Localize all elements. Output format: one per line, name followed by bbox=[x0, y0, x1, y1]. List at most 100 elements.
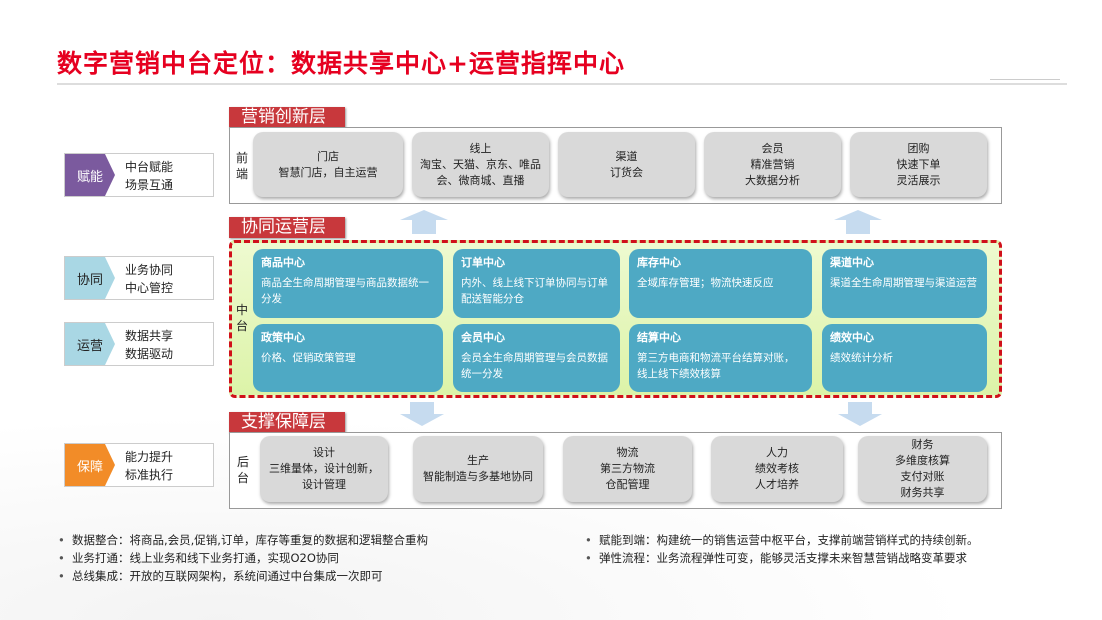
center-card-desc: 绩效统计分析 bbox=[830, 352, 893, 364]
back-card: 物流第三方物流仓配管理 bbox=[563, 436, 692, 502]
center-card: 绩效中心绩效统计分析 bbox=[822, 324, 987, 392]
back-card-text: 人力绩效考核人才培养 bbox=[755, 445, 799, 493]
center-card-title: 会员中心 bbox=[461, 331, 505, 344]
card-line: 人力 bbox=[766, 446, 788, 459]
side-label-text: 中台赋能场景互通 bbox=[115, 154, 173, 196]
arrow-down-icon bbox=[838, 402, 882, 426]
center-card-title: 政策中心 bbox=[261, 331, 305, 344]
middle-side-label: 中台 bbox=[236, 303, 249, 333]
arrow-down-icon bbox=[400, 402, 444, 426]
card-line: 淘宝、天猫、京东、唯品会、微商城、直播 bbox=[420, 157, 541, 187]
center-card-title: 渠道中心 bbox=[830, 256, 874, 269]
side-badge: 保障 bbox=[65, 444, 115, 486]
card-line: 三维量体，设计创新，设计管理 bbox=[269, 462, 379, 491]
card-line: 线上 bbox=[469, 141, 492, 155]
back-card: 财务多维度核算支付对账财务共享 bbox=[858, 436, 987, 502]
bullet-item: 数据整合：将商品,会员,促销,订单，库存等重复的数据和逻辑整合重构 bbox=[58, 531, 538, 549]
card-line: 快速下单 bbox=[896, 157, 941, 171]
side-label-2: 运营数据共享数据驱动 bbox=[64, 322, 214, 366]
back-card: 生产智能制造与多基地协同 bbox=[413, 436, 543, 502]
center-card-title: 商品中心 bbox=[261, 256, 305, 269]
side-label-text: 业务协同中心管控 bbox=[115, 257, 173, 299]
card-line: 灵活展示 bbox=[896, 173, 941, 187]
center-card: 会员中心会员全生命周期管理与会员数据统一分发 bbox=[453, 324, 620, 392]
card-line: 智能制造与多基地协同 bbox=[423, 470, 533, 483]
back-card: 设计三维量体，设计创新，设计管理 bbox=[260, 436, 388, 502]
label-line: 标准执行 bbox=[125, 468, 174, 482]
bullet-item: 总线集成：开放的互联网架构，系统间通过中台集成一次即可 bbox=[58, 567, 538, 585]
side-badge: 赋能 bbox=[65, 154, 115, 196]
bullets-right: 赋能到端：构建统一的销售运营中枢平台，支撑前端营销样式的持续创新。 弹性流程：业… bbox=[585, 531, 1015, 567]
back-side-label: 后台 bbox=[237, 455, 250, 485]
center-card-desc: 商品全生命周期管理与商品数据统一分发 bbox=[261, 277, 429, 305]
card-line: 渠道 bbox=[615, 149, 638, 163]
card-line: 团购 bbox=[907, 141, 930, 155]
label-line: 中心管控 bbox=[125, 281, 174, 295]
label-line: 能力提升 bbox=[125, 450, 174, 464]
front-card-text: 线上淘宝、天猫、京东、唯品会、微商城、直播 bbox=[418, 141, 543, 189]
front-card-text: 门店智慧门店，自主运营 bbox=[279, 149, 378, 181]
bullets-left: 数据整合：将商品,会员,促销,订单，库存等重复的数据和逻辑整合重构 业务打通：线… bbox=[58, 531, 538, 585]
front-card-text: 团购快速下单灵活展示 bbox=[897, 141, 941, 189]
side-label-1: 协同业务协同中心管控 bbox=[64, 256, 214, 300]
back-card-text: 生产智能制造与多基地协同 bbox=[423, 453, 533, 485]
front-layer-tag: 营销创新层 bbox=[229, 107, 345, 128]
center-card: 结算中心第三方电商和物流平台结算对账，线上线下绩效核算 bbox=[629, 324, 812, 392]
card-line: 绩效考核 bbox=[755, 462, 799, 475]
side-label-text: 能力提升标准执行 bbox=[115, 444, 173, 486]
card-line: 财务共享 bbox=[900, 486, 945, 499]
card-line: 智慧门店，自主运营 bbox=[278, 165, 378, 179]
label-line: 业务协同 bbox=[125, 263, 174, 277]
center-card: 渠道中心渠道全生命周期管理与渠道运营 bbox=[822, 249, 987, 318]
back-layer-tag: 支撑保障层 bbox=[229, 412, 345, 433]
back-card-text: 设计三维量体，设计创新，设计管理 bbox=[266, 445, 382, 493]
bullet-item: 业务打通：线上业务和线下业务打通，实现O2O协同 bbox=[58, 549, 538, 567]
front-card: 团购快速下单灵活展示 bbox=[850, 132, 987, 197]
center-card-desc: 价格、促销政策管理 bbox=[261, 352, 356, 364]
card-line: 仓配管理 bbox=[605, 478, 650, 491]
arrow-up-icon bbox=[834, 210, 882, 234]
card-line: 财务 bbox=[911, 438, 934, 451]
card-line: 订货会 bbox=[610, 165, 643, 179]
front-card-text: 渠道订货会 bbox=[610, 149, 643, 181]
card-line: 设计 bbox=[313, 446, 335, 459]
side-label-0: 赋能中台赋能场景互通 bbox=[64, 153, 214, 197]
side-label-text: 数据共享数据驱动 bbox=[115, 323, 173, 365]
label-line: 数据驱动 bbox=[125, 347, 174, 361]
card-line: 会员 bbox=[761, 141, 784, 155]
card-line: 多维度核算 bbox=[895, 454, 950, 467]
title-divider-accent bbox=[990, 79, 1060, 80]
front-card: 门店智慧门店，自主运营 bbox=[253, 132, 403, 197]
center-card: 库存中心全域库存管理；物流快速反应 bbox=[629, 249, 812, 318]
card-line: 人才培养 bbox=[755, 478, 799, 491]
center-card-desc: 渠道全生命周期管理与渠道运营 bbox=[830, 277, 977, 289]
bullet-item: 弹性流程：业务流程弹性可变，能够灵活支撑未来智慧营销战略变革要求 bbox=[585, 549, 1015, 567]
front-card: 线上淘宝、天猫、京东、唯品会、微商城、直播 bbox=[412, 132, 549, 197]
center-card-desc: 全域库存管理；物流快速反应 bbox=[637, 277, 774, 289]
arrow-up-icon bbox=[400, 210, 448, 234]
center-card-desc: 第三方电商和物流平台结算对账，线上线下绩效核算 bbox=[637, 352, 795, 380]
card-line: 生产 bbox=[467, 454, 489, 467]
back-card-text: 物流第三方物流仓配管理 bbox=[600, 445, 655, 493]
back-card-text: 财务多维度核算支付对账财务共享 bbox=[895, 437, 950, 501]
back-card: 人力绩效考核人才培养 bbox=[711, 436, 843, 502]
front-card-text: 会员精准营销大数据分析 bbox=[745, 141, 800, 189]
front-card: 会员精准营销大数据分析 bbox=[704, 132, 841, 197]
bullet-item: 赋能到端：构建统一的销售运营中枢平台，支撑前端营销样式的持续创新。 bbox=[585, 531, 1015, 549]
center-card-desc: 会员全生命周期管理与会员数据统一分发 bbox=[461, 352, 608, 380]
card-line: 第三方物流 bbox=[600, 462, 655, 475]
label-line: 场景互通 bbox=[125, 178, 174, 192]
center-card-title: 库存中心 bbox=[637, 256, 681, 269]
front-card: 渠道订货会 bbox=[558, 132, 695, 197]
page-title: 数字营销中台定位：数据共享中心+运营指挥中心 bbox=[57, 49, 625, 78]
side-label-3: 保障能力提升标准执行 bbox=[64, 443, 214, 487]
label-line: 数据共享 bbox=[125, 329, 174, 343]
center-card-title: 绩效中心 bbox=[830, 331, 874, 344]
card-line: 支付对账 bbox=[900, 470, 945, 483]
front-side-label: 前端 bbox=[236, 151, 249, 181]
side-badge: 协同 bbox=[65, 257, 115, 299]
center-card: 订单中心内外、线上线下订单协同与订单配送智能分仓 bbox=[453, 249, 620, 318]
side-badge: 运营 bbox=[65, 323, 115, 365]
center-card-title: 订单中心 bbox=[461, 256, 505, 269]
center-card-title: 结算中心 bbox=[637, 331, 681, 344]
